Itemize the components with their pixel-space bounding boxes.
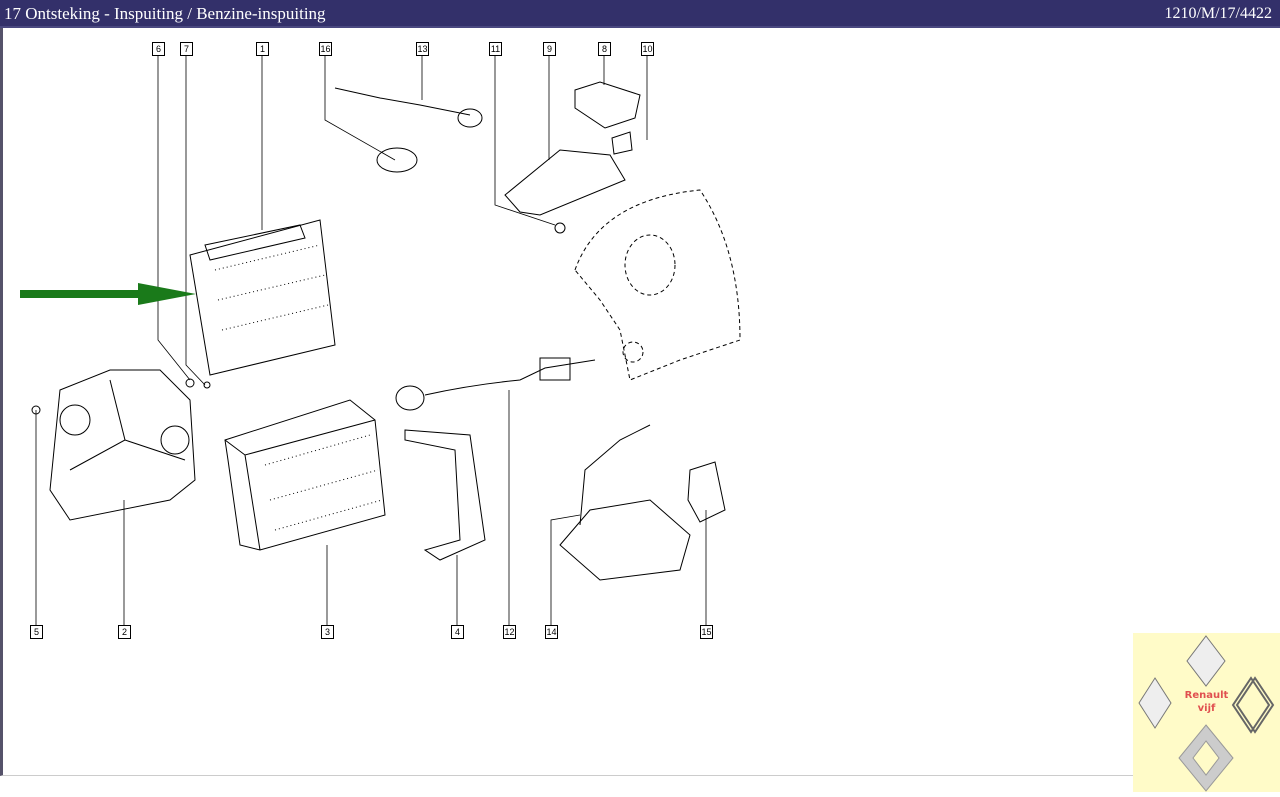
part-label-3: 3 [321, 625, 334, 639]
leader-lines [35, 55, 707, 625]
part-label-10: 10 [641, 42, 654, 56]
part-label-15: 15 [700, 625, 713, 639]
renault-vijf-logo: Renault vijf [1133, 633, 1280, 792]
part-label-1: 1 [256, 42, 269, 56]
title-bar: 17 Ontsteking - Inspuiting / Benzine-ins… [0, 0, 1280, 28]
nut-part-11 [554, 222, 566, 234]
document-code: 1210/M/17/4422 [1164, 5, 1272, 22]
module-part-8 [574, 81, 641, 129]
logo-text-renault: Renault [1184, 690, 1229, 701]
part-label-11: 11 [489, 42, 502, 56]
sensor-part-13 [334, 87, 483, 128]
part-label-5: 5 [30, 625, 43, 639]
bolt-part-6 [185, 378, 195, 388]
ecu-part-1 [189, 219, 336, 376]
page-title: 17 Ontsteking - Inspuiting / Benzine-ins… [4, 4, 326, 23]
exhaust-part [559, 499, 691, 581]
part-label-2: 2 [118, 625, 131, 639]
renault-diamond-icons [1138, 635, 1275, 792]
heat-shield-part-15 [687, 461, 726, 523]
green-arrow-indicator [20, 283, 196, 305]
part-label-13: 13 [416, 42, 429, 56]
part-16 [376, 147, 418, 173]
part-label-8: 8 [598, 42, 611, 56]
strap-part-4 [404, 429, 486, 561]
connector-part-10 [611, 131, 633, 155]
part-label-9: 9 [543, 42, 556, 56]
engine-outline [574, 189, 741, 381]
nut-part-5 [31, 405, 41, 415]
lambda-sensor-part-14 [579, 424, 651, 526]
part-label-12: 12 [503, 625, 516, 639]
washer-part-7 [203, 381, 211, 389]
diagram-frame [0, 28, 1280, 776]
part-label-16: 16 [319, 42, 332, 56]
bracket-part-2 [49, 369, 196, 521]
part-label-4: 4 [451, 625, 464, 639]
housing-part-3 [224, 399, 386, 551]
sensor-part-12 [395, 357, 596, 411]
part-label-7: 7 [180, 42, 193, 56]
bracket-part-9 [504, 149, 626, 216]
part-label-14: 14 [545, 625, 558, 639]
logo-text-vijf: vijf [1197, 703, 1216, 714]
part-label-6: 6 [152, 42, 165, 56]
